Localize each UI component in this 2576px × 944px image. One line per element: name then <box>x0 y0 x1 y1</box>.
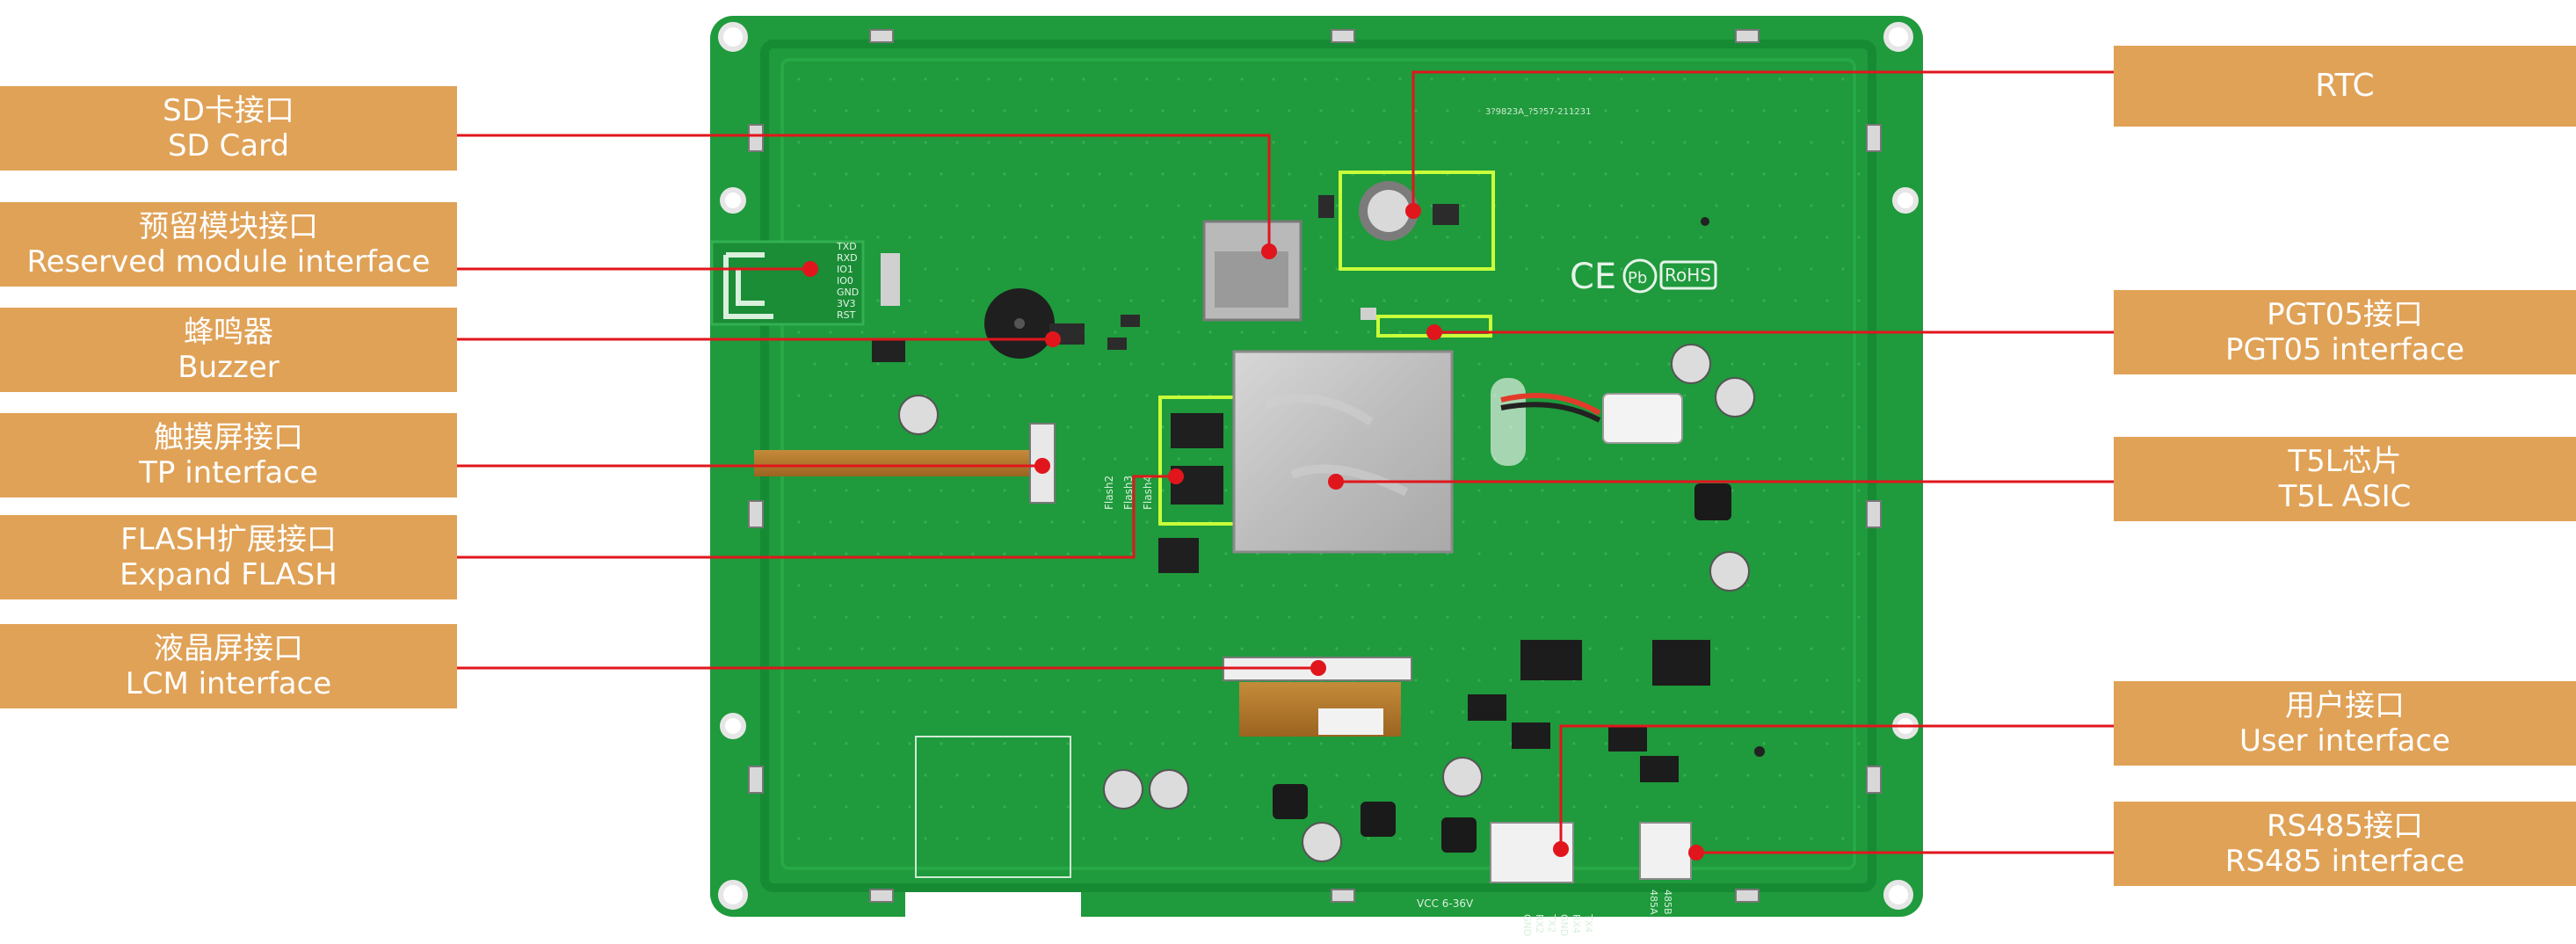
rs485-pin-label: 485A <box>1648 890 1659 915</box>
reserved-pin-label: IO1 <box>837 264 853 275</box>
callout-rtc: RTC <box>2114 46 2576 127</box>
leader-dot-expand-flash <box>1168 468 1184 484</box>
callout-pgt05-interface-zh: PGT05接口 <box>2267 296 2423 332</box>
unpopulated-footprint <box>915 736 1071 878</box>
t5l-asic-shield <box>1232 350 1454 554</box>
rtc-battery <box>1318 171 1495 271</box>
user-pin-label: GND <box>1558 914 1570 936</box>
leader-lines <box>457 70 2114 860</box>
rs485-pin-label: 485B <box>1662 890 1673 915</box>
reserved-pin-label: GND <box>837 287 859 298</box>
callout-lcm-interface-en: LCM interface <box>125 666 332 701</box>
leader-dot-t5l-asic <box>1328 474 1344 490</box>
callout-pgt05-interface: PGT05接口 PGT05 interface <box>2114 290 2576 374</box>
callout-reserved-module: 预留模块接口 Reserved module interface <box>0 202 457 287</box>
callout-expand-flash-en: Expand FLASH <box>120 557 337 592</box>
sd-card-slot <box>1202 220 1303 322</box>
leader-dot-user-interface <box>1553 841 1569 857</box>
power-input-label: VCC 6-36V <box>1417 897 1474 910</box>
callout-user-interface: 用户接口 User interface <box>2114 681 2576 766</box>
callout-buzzer-zh: 蜂鸣器 <box>184 314 273 350</box>
callout-rs485-interface-en: RS485 interface <box>2224 844 2465 879</box>
compliance-marks: CE Pb RoHS <box>1570 257 1717 297</box>
pcb-board: 3?9823A_?5?57-211231 CE Pb RoHS TXDRXDIO… <box>710 16 1923 936</box>
capacitors <box>898 344 1755 862</box>
leader-dot-reserved-module <box>802 261 818 277</box>
reserved-pin-label: IO0 <box>837 275 853 287</box>
callout-sd-card-en: SD Card <box>167 128 290 163</box>
callout-buzzer-en: Buzzer <box>178 350 279 385</box>
user-pin-label: RX2 <box>1534 914 1545 933</box>
flash-area: Flash2Flash3Flash4Flash1 <box>1103 396 1261 573</box>
leader-dot-pgt05-interface <box>1426 324 1442 340</box>
reserved-pin-label: RXD <box>837 252 858 264</box>
ce-mark: CE <box>1570 257 1616 297</box>
callout-t5l-asic: T5L芯片 T5L ASIC <box>2114 437 2576 521</box>
ic-chips <box>1468 640 1710 782</box>
tp-ribbon-and-connector <box>754 423 1056 504</box>
board-model-code: 3?9823A_?5?57-211231 <box>1485 107 1591 117</box>
leader-line-sd-card <box>457 134 1271 251</box>
callout-rs485-interface: RS485接口 RS485 interface <box>2114 802 2576 886</box>
callout-sd-card: SD卡接口 SD Card <box>0 86 457 171</box>
leader-line-expand-flash <box>457 475 1176 559</box>
rohs-mark: RoHS <box>1665 265 1711 286</box>
callout-rs485-interface-zh: RS485接口 <box>2266 808 2424 844</box>
callout-user-interface-zh: 用户接口 <box>2285 687 2405 723</box>
callout-tp-interface: 触摸屏接口 TP interface <box>0 413 457 497</box>
pb-mark: Pb <box>1628 269 1647 287</box>
battery-connector <box>1491 378 1683 466</box>
user-pin-label: TX2 <box>1546 913 1557 933</box>
leader-dot-rs485-interface <box>1688 845 1704 860</box>
leader-dot-sd-card <box>1261 243 1277 259</box>
flash-label: Flash2 <box>1103 476 1115 510</box>
reserved-pin-label: 3V3 <box>837 298 856 309</box>
callout-lcm-interface-zh: 液晶屏接口 <box>154 630 303 666</box>
user-pin-label: TX4 <box>1583 913 1594 933</box>
callout-tp-interface-zh: 触摸屏接口 <box>154 419 303 455</box>
callout-t5l-asic-zh: T5L芯片 <box>2288 443 2402 479</box>
leader-dot-buzzer <box>1045 331 1061 347</box>
inductors <box>1273 483 1731 853</box>
edge-clips <box>748 29 1882 903</box>
leader-line-user-interface <box>1559 724 2114 849</box>
leader-dot-rtc <box>1405 203 1421 219</box>
callout-pgt05-interface-en: PGT05 interface <box>2224 332 2465 367</box>
leader-line-rtc <box>1411 70 2114 211</box>
reserved-pin-label: RST <box>837 309 856 321</box>
callout-sd-card-zh: SD卡接口 <box>163 92 294 128</box>
callout-tp-interface-en: TP interface <box>139 455 318 490</box>
user-pin-label: RX4 <box>1571 914 1582 933</box>
leader-dot-lcm-interface <box>1310 660 1326 676</box>
callout-reserved-module-zh: 预留模块接口 <box>139 208 318 244</box>
callout-expand-flash: FLASH扩展接口 Expand FLASH <box>0 515 457 599</box>
leader-dot-tp-interface <box>1034 458 1050 474</box>
flash-label: Flash3 <box>1122 476 1135 510</box>
flash-label: Flash4 <box>1142 476 1154 510</box>
callout-buzzer: 蜂鸣器 Buzzer <box>0 308 457 392</box>
callout-reserved-module-en: Reserved module interface <box>26 244 431 280</box>
reserved-pin-label: TXD <box>836 241 857 252</box>
callout-t5l-asic-en: T5L ASIC <box>2278 479 2412 514</box>
callout-rtc-en: RTC <box>2315 67 2375 104</box>
callout-expand-flash-zh: FLASH扩展接口 <box>120 521 337 557</box>
user-pin-label: GND <box>1521 914 1533 936</box>
callout-lcm-interface: 液晶屏接口 LCM interface <box>0 624 457 708</box>
callout-user-interface-en: User interface <box>2239 723 2450 759</box>
